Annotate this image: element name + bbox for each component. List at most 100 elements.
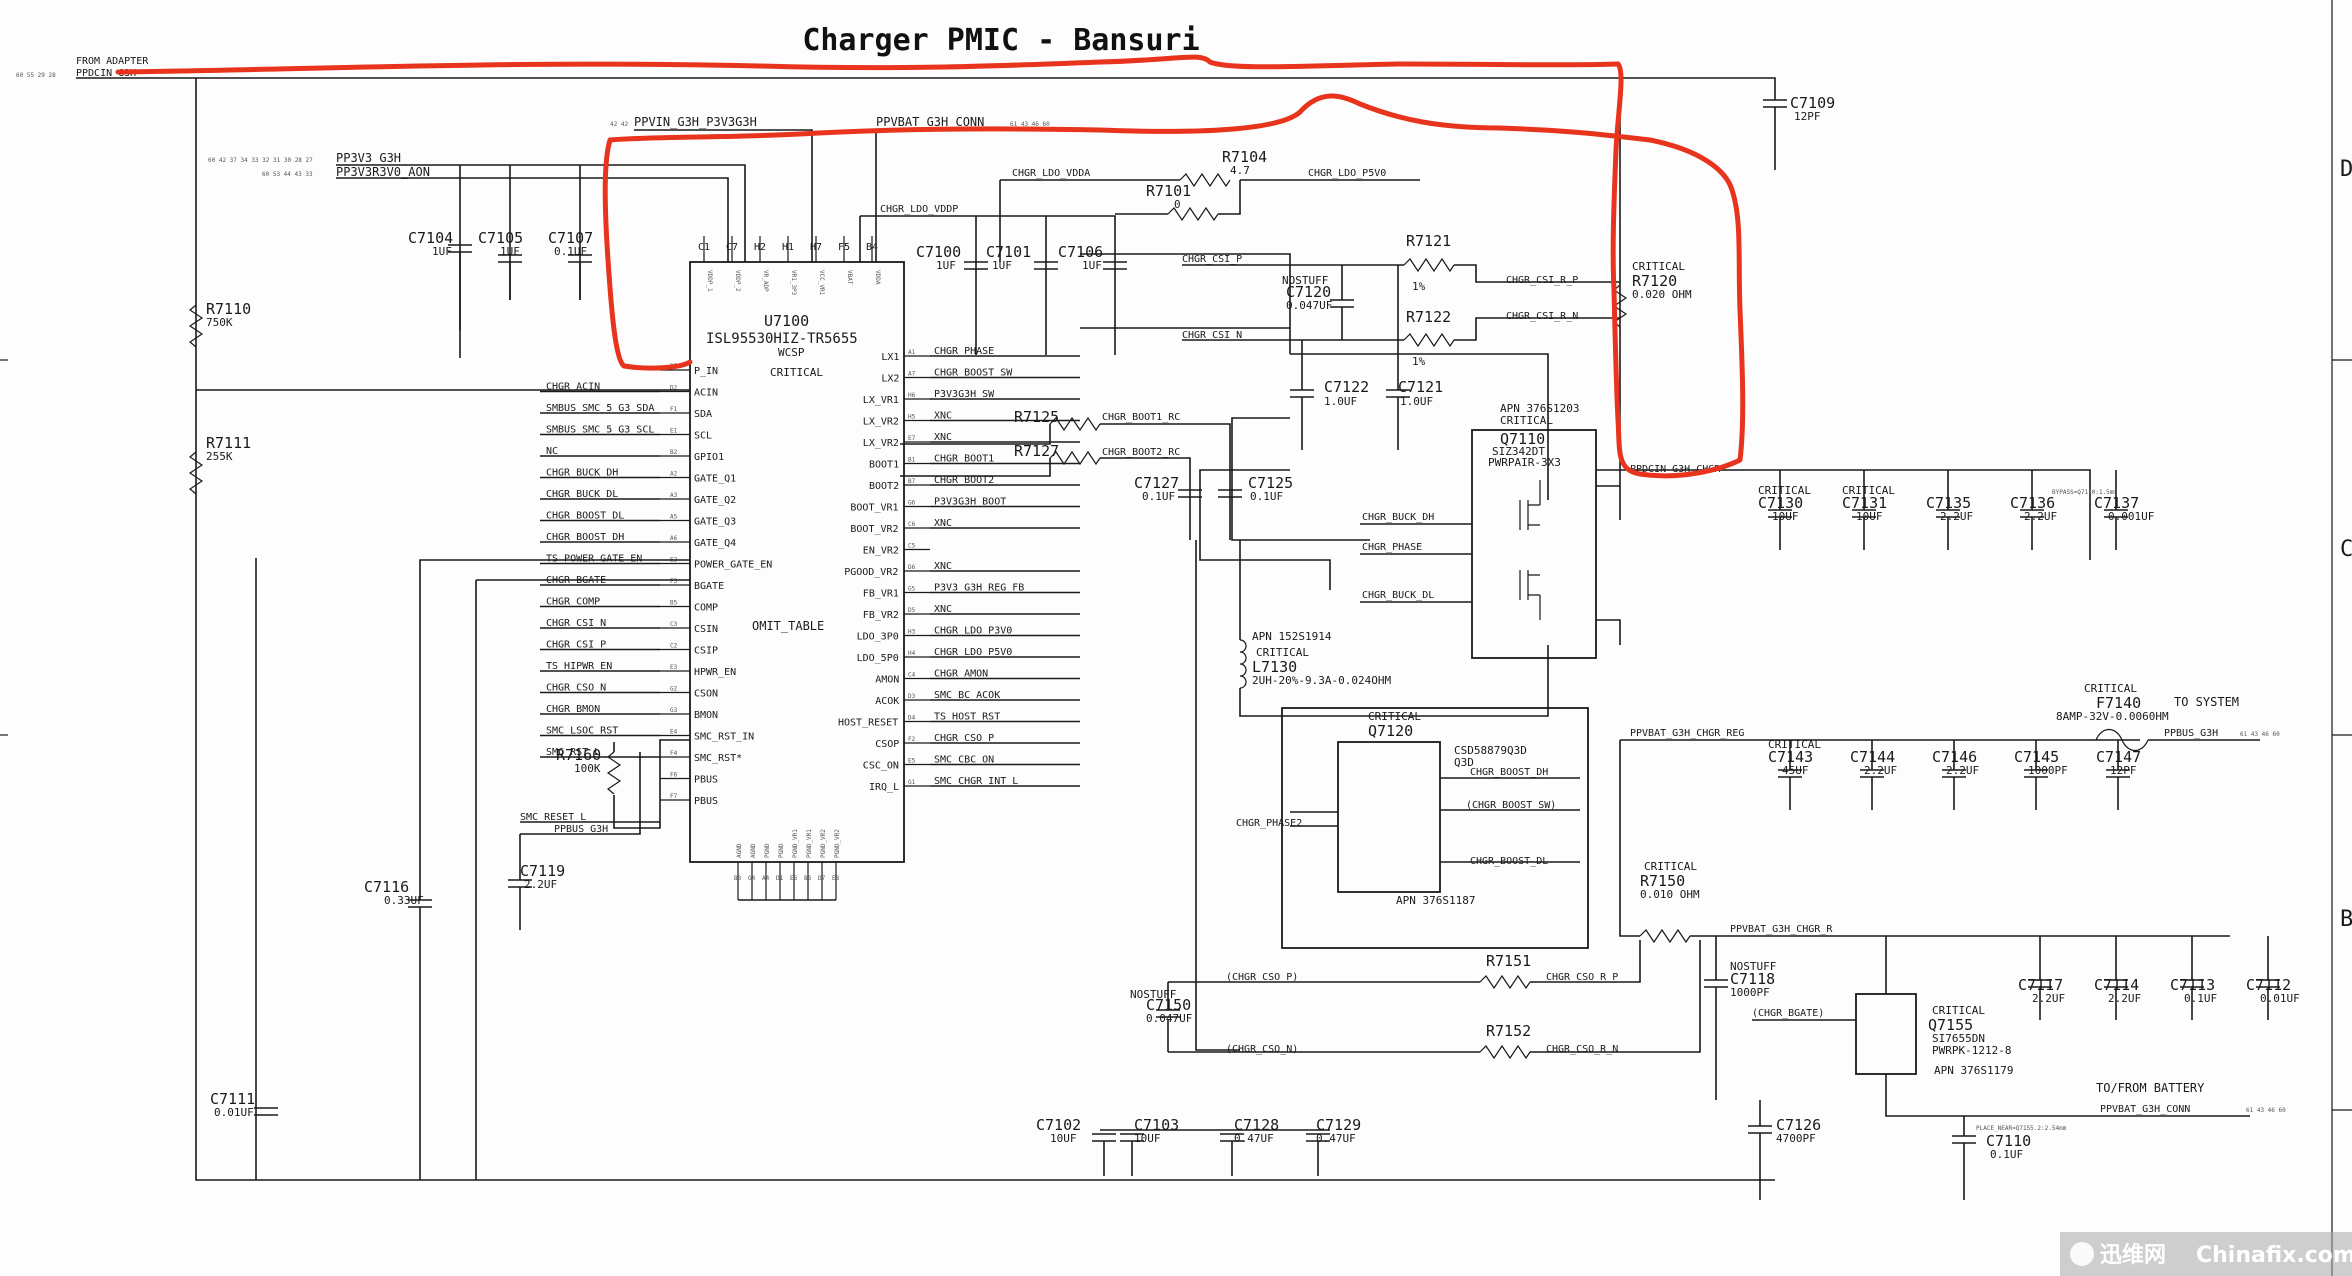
u7100-pin-name: AGND	[736, 843, 743, 858]
ic-q7120-frame	[1281, 707, 1589, 949]
pkg-q7155: PWRPK-1212-8	[1932, 1044, 2011, 1057]
u7100-pin-num: H1	[782, 242, 794, 253]
cap-ref: C7145	[2014, 748, 2059, 766]
u7100-pin-name: SCL	[694, 431, 712, 442]
u7100-pin-num: H6	[908, 392, 916, 399]
net-ppbus-g3h-left: PPBUS_G3H	[554, 824, 608, 835]
u7100-pin-num: D1	[776, 875, 784, 882]
u7100-pin-num: B2	[670, 449, 678, 456]
u7100-pin-name: BMON	[694, 710, 718, 721]
cap-c7111: C7111 0.01UF	[210, 1090, 278, 1119]
u7100-pin-name: HPWR_EN	[694, 667, 736, 678]
label-to-system: TO SYSTEM	[2174, 695, 2239, 709]
cap-ref: C7144	[1850, 748, 1895, 766]
u7100-right-net: TS_HOST_RST	[934, 712, 1000, 723]
u7100-pin-name: VR1_3P3	[790, 270, 797, 296]
svg-text:0.047UF: 0.047UF	[1146, 1012, 1192, 1025]
u7100-pin-num: B3	[734, 875, 742, 882]
u7100-pin-num: H2	[754, 242, 766, 253]
u7100-right-net: XNC	[934, 432, 952, 443]
svg-text:R7160: R7160	[556, 746, 601, 764]
res-r7151: R7151	[1479, 952, 1531, 990]
net-chgr-boost-dh: CHGR_BOOST_DH	[1470, 767, 1548, 778]
svg-text:C7107: C7107	[548, 229, 593, 247]
u7100-left-net: SMC_RST_L	[546, 747, 600, 758]
net-chgr-buck-dh: CHGR_BUCK_DH	[1362, 512, 1434, 523]
pkg-q7110: PWRPAIR-3X3	[1488, 456, 1561, 469]
cap-c7127: C7127 0.1UF	[1134, 474, 1202, 503]
u7100-right-net: CHGR_LDO_P5V0	[934, 647, 1012, 658]
cap-c7116: C7116 0.33UF	[364, 878, 432, 908]
svg-text:12PF: 12PF	[1794, 110, 1821, 123]
svg-text:C7100: C7100	[916, 243, 961, 261]
cap-val: 2.2UF	[1940, 510, 1973, 523]
watermark-bg	[2060, 1232, 2352, 1276]
u7100-pin-name: PGND_VR1	[806, 829, 813, 858]
page-refs-ppvbat: 61 43 46 60	[1010, 121, 1050, 128]
net-chgr-ldo-vddp: CHGR_LDO_VDDP	[880, 204, 958, 215]
u7100-right-net: SMC_CBC_ON	[934, 755, 994, 766]
ref-q7155: Q7155	[1928, 1016, 1973, 1034]
u7100-pin-name: BOOT_VR2	[850, 524, 898, 535]
u7100-left-net: CHGR_ACIN	[546, 382, 600, 393]
cap-c7121: C7121 1.0UF	[1386, 378, 1443, 408]
cap-val: 2.2UF	[2024, 510, 2057, 523]
svg-text:750K: 750K	[206, 316, 233, 329]
u7100-pin-name: PGND_VR2	[834, 829, 841, 858]
u7100-pin-name: VDDP_1	[706, 270, 713, 292]
cap-val: 10UF	[1856, 510, 1883, 523]
zone-label-d: D	[2340, 157, 2352, 182]
cap-c7129: C7129 0.47UF	[1306, 1116, 1361, 1145]
svg-text:255K: 255K	[206, 450, 233, 463]
u7100-pin-name: LX_VR1	[863, 395, 899, 406]
svg-text:1%: 1%	[1412, 355, 1426, 368]
u7100-left-net: CHGR_CSI_N	[546, 618, 606, 629]
res-r7152: R7152	[1479, 1022, 1531, 1060]
val-r7104: 4.7	[1230, 164, 1250, 177]
svg-text:C7105: C7105	[478, 229, 523, 247]
svg-text:1UF: 1UF	[500, 245, 520, 258]
ref-u7100: U7100	[764, 312, 809, 330]
u7100-pin-num: C5	[908, 543, 916, 550]
svg-text:R7150: R7150	[1640, 872, 1685, 890]
u7100-pin-num: F5	[838, 242, 850, 253]
svg-text:0.47UF: 0.47UF	[1234, 1132, 1274, 1145]
ref-q7110: Q7110	[1500, 430, 1545, 448]
svg-text:1UF: 1UF	[1082, 259, 1102, 272]
cap-ref: C7130	[1758, 494, 1803, 512]
u7100-left-net: CHGR_CSI_P	[546, 640, 606, 651]
val-f7140: 8AMP-32V-0.0060HM	[2056, 710, 2169, 723]
net-chgr-bgate: (CHGR_BGATE)	[1752, 1008, 1824, 1019]
net-chgr-boost-sw: (CHGR_BOOST_SW)	[1466, 800, 1556, 811]
cap-val: 45UF	[1782, 764, 1809, 777]
u7100-pin-name: FB_VR1	[863, 589, 899, 600]
crit-q7120: CRITICAL	[1368, 710, 1421, 723]
u7100-left-net: CHGR_BOOST_DH	[546, 532, 624, 543]
cap-c7122: C7122 1.0UF	[1290, 378, 1369, 408]
u7100-left-net: CHGR_BMON	[546, 704, 600, 715]
svg-text:C7122: C7122	[1324, 378, 1369, 396]
u7100-left-net: SMC_LSOC_RST	[546, 726, 618, 737]
u7100-pin-name: PGOOD_VR2	[844, 567, 898, 578]
u7100-pin-num: C1	[698, 242, 710, 253]
svg-text:R7122: R7122	[1406, 308, 1451, 326]
crit-q7155: CRITICAL	[1932, 1004, 1985, 1017]
net-chgr-csi-p: CHGR_CSI_P	[1182, 254, 1242, 265]
ref-l7130: L7130	[1252, 658, 1297, 676]
u7100-right-net: P3V3_G3H_REG_FB	[934, 583, 1024, 594]
u7100-pin-num: E4	[670, 729, 678, 736]
ic-q7120-body	[1337, 741, 1441, 893]
u7100-pin-num: A1	[908, 349, 916, 356]
u7100-pin-name: BGATE	[694, 581, 724, 592]
u7100-pin-num: G2	[670, 686, 678, 693]
apn-q7110: APN 376S1203	[1500, 402, 1579, 415]
net-ppvbat-g3h-conn: PPVBAT_G3H_CONN	[876, 115, 984, 129]
red-annotation-loop	[602, 61, 1746, 479]
apn-l7130: APN 152S1914	[1252, 630, 1332, 643]
svg-text:C7110: C7110	[1986, 1132, 2031, 1150]
ic-q7155-body	[1855, 993, 1917, 1075]
watermark-logo-icon	[2070, 1242, 2094, 1266]
u7100-left-net: NC	[546, 446, 558, 457]
note-bypass: BYPASS=Q7110:1.5mm	[2052, 489, 2117, 496]
u7100-pin-name: IRQ_L	[869, 782, 899, 793]
